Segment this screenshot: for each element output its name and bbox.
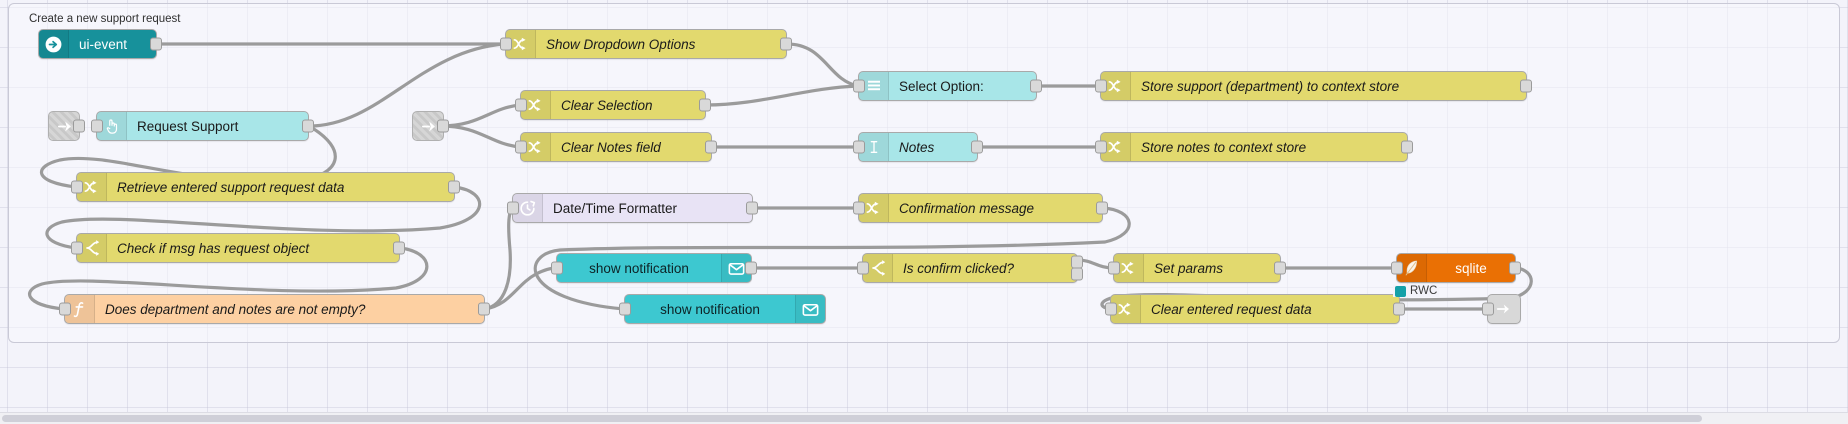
input-port[interactable] (853, 140, 865, 154)
arrow-right-circle-icon (39, 30, 69, 58)
input-port[interactable] (1095, 79, 1107, 93)
output-port[interactable] (780, 37, 792, 51)
input-port[interactable] (857, 261, 869, 275)
input-port[interactable] (619, 302, 631, 316)
output-port[interactable] (746, 201, 758, 215)
scrollbar-thumb[interactable] (2, 415, 1702, 422)
node-label: Does department and notes are not empty? (105, 301, 366, 317)
status-dot-icon (1395, 285, 1406, 297)
input-port[interactable] (71, 180, 83, 194)
input-port[interactable] (853, 201, 865, 215)
node-set-params[interactable]: Set params (1108, 253, 1286, 283)
node-label: Set params (1154, 260, 1224, 276)
link-in-node-request-support[interactable] (48, 111, 85, 141)
output-port-2[interactable] (1071, 267, 1083, 281)
node-label: Check if msg has request object (117, 240, 310, 256)
node-label: Request Support (137, 118, 239, 134)
node-notes[interactable]: Notes (853, 132, 983, 162)
input-port[interactable] (507, 201, 519, 215)
node-sqlite[interactable]: sqlite (1391, 253, 1521, 283)
input-port[interactable] (71, 241, 83, 255)
node-label: show notification (589, 260, 689, 276)
node-does-department-and-notes-are-not-empty[interactable]: Does department and notes are not empty? (59, 294, 490, 324)
output-port[interactable] (1030, 79, 1042, 93)
node-retrieve-entered-support-request-data[interactable]: Retrieve entered support request data (71, 172, 460, 202)
status-text: RWC (1410, 285, 1438, 297)
input-port[interactable] (1391, 261, 1403, 275)
node-label: Clear entered request data (1151, 301, 1312, 317)
node-label: Select Option: (899, 78, 984, 94)
change-node-icon (521, 133, 551, 161)
node-datetime-formatter[interactable]: Date/Time Formatter (507, 193, 758, 223)
input-port[interactable] (551, 261, 563, 275)
output-port[interactable] (699, 98, 711, 112)
output-port[interactable] (1509, 261, 1521, 275)
sqlite-status-badge: RWC (1393, 285, 1440, 297)
output-port[interactable] (448, 180, 460, 194)
input-port[interactable] (59, 302, 71, 316)
output-port[interactable] (1401, 140, 1413, 154)
flow-group-label: Create a new support request (29, 13, 181, 25)
node-show-notification-1[interactable]: show notification (551, 253, 757, 283)
node-label: Is confirm clicked? (903, 260, 1015, 276)
input-port[interactable] (853, 79, 865, 93)
output-port[interactable] (1274, 261, 1286, 275)
debug-icon (1488, 295, 1518, 323)
output-port[interactable] (1393, 302, 1405, 316)
switch-node-icon (77, 234, 107, 262)
node-is-confirm-clicked[interactable]: Is confirm clicked? (857, 253, 1083, 283)
output-port[interactable] (150, 37, 162, 51)
node-label: Store notes to context store (1141, 139, 1307, 155)
node-label: ui-event (79, 36, 128, 52)
node-show-notification-2[interactable]: show notification (619, 294, 826, 324)
node-label: Show Dropdown Options (546, 36, 696, 52)
node-clear-notes-field[interactable]: Clear Notes field (515, 132, 717, 162)
horizontal-scrollbar[interactable] (0, 412, 1848, 424)
output-port[interactable] (1096, 201, 1108, 215)
node-label: sqlite (1455, 260, 1487, 276)
input-port[interactable] (1105, 302, 1117, 316)
output-port[interactable] (393, 241, 405, 255)
node-label: Store support (department) to context st… (1141, 78, 1400, 94)
output-port[interactable] (73, 119, 85, 133)
node-label: Clear Selection (561, 97, 653, 113)
input-port[interactable] (1108, 261, 1120, 275)
output-port[interactable] (705, 140, 717, 154)
node-label: Retrieve entered support request data (117, 179, 345, 195)
node-select-option[interactable]: Select Option: (853, 71, 1042, 101)
node-debug-output[interactable] (1482, 294, 1521, 324)
output-port[interactable] (1520, 79, 1532, 93)
node-label: show notification (660, 301, 760, 317)
node-label: Notes (899, 139, 935, 155)
output-port[interactable] (437, 119, 449, 133)
node-label: Date/Time Formatter (553, 200, 678, 216)
input-port[interactable] (515, 98, 527, 112)
node-label: Confirmation message (899, 200, 1035, 216)
output-port[interactable] (745, 261, 757, 275)
envelope-icon (795, 295, 825, 323)
input-port[interactable] (515, 140, 527, 154)
input-port[interactable] (1095, 140, 1107, 154)
node-store-support-department[interactable]: Store support (department) to context st… (1095, 71, 1532, 101)
output-port[interactable] (478, 302, 490, 316)
node-request-support[interactable]: Request Support (91, 111, 314, 141)
output-port[interactable] (971, 140, 983, 154)
link-in-node-clear-fields[interactable] (412, 111, 449, 141)
node-clear-entered-request-data[interactable]: Clear entered request data (1105, 294, 1405, 324)
clock-icon (513, 194, 543, 222)
node-clear-selection[interactable]: Clear Selection (515, 90, 711, 120)
input-port[interactable] (1482, 302, 1494, 316)
node-confirmation-message[interactable]: Confirmation message (853, 193, 1108, 223)
node-store-notes[interactable]: Store notes to context store (1095, 132, 1413, 162)
node-check-if-msg-has-request-object[interactable]: Check if msg has request object (71, 233, 405, 263)
node-ui-event[interactable]: ui-event (38, 29, 162, 59)
output-port[interactable] (302, 119, 314, 133)
node-label: Clear Notes field (561, 139, 661, 155)
input-port[interactable] (91, 119, 103, 133)
node-show-dropdown-options[interactable]: Show Dropdown Options (500, 29, 792, 59)
input-port[interactable] (500, 37, 512, 51)
